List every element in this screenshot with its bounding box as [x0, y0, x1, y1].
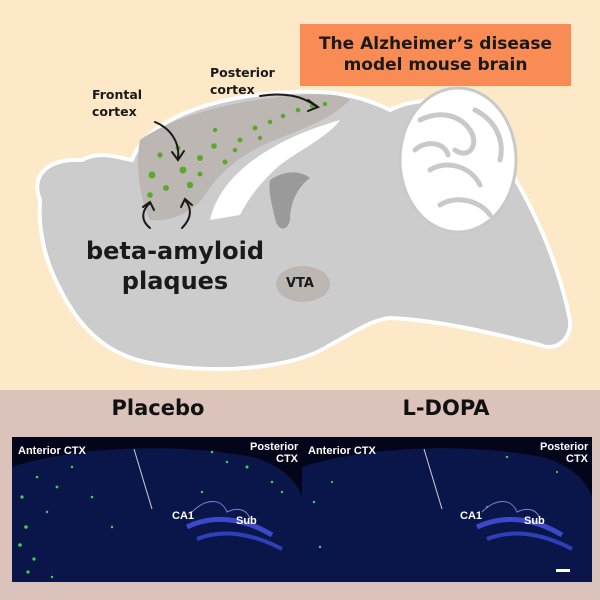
cortex-region: [138, 94, 350, 221]
diagram-title: The Alzheimer’s disease model mouse brai…: [318, 34, 553, 75]
ventricle: [210, 120, 340, 220]
ldopa-posterior-label: Posterior CTX: [540, 441, 589, 465]
scale-bar: [556, 569, 570, 572]
ldopa-sub-label: Sub: [524, 515, 545, 527]
cerebellum: [398, 86, 518, 234]
placebo-image: Anterior CTX Posterior CTX CA1 Sub: [12, 437, 302, 582]
placebo-title: Placebo: [111, 396, 205, 420]
placebo-plaque-dots: [18, 450, 284, 579]
brain-illustration: [35, 86, 573, 372]
placebo-posterior-label: Posterior CTX: [250, 441, 299, 465]
plaques-label: beta-amyloid plaques: [85, 237, 265, 295]
placebo-sub-label: Sub: [236, 515, 257, 527]
posterior-cortex-label: Posterior cortex: [210, 65, 275, 97]
ldopa-ca1-label: CA1: [460, 510, 483, 522]
title-box: The Alzheimer’s disease model mouse brai…: [300, 24, 571, 86]
ldopa-image: Anterior CTX Posterior CTX CA1 Sub: [302, 437, 592, 582]
ventricle-lower: [269, 172, 310, 229]
vta-label: VTA: [286, 276, 314, 291]
frontal-cortex-label: Frontal cortex: [92, 87, 143, 119]
ldopa-title: L-DOPA: [402, 396, 490, 420]
vta-region: [276, 266, 330, 302]
placebo-ca1-label: CA1: [172, 510, 195, 522]
ldopa-anterior-label: Anterior CTX: [308, 445, 376, 457]
ldopa-plaque-dots: [312, 455, 559, 549]
pointer-arrows: [142, 93, 321, 229]
placebo-anterior-label: Anterior CTX: [18, 445, 86, 457]
